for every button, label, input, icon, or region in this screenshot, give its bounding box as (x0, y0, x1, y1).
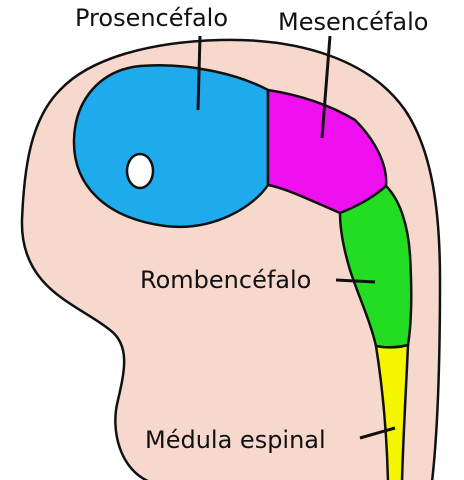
spinal-cord-leader (359, 426, 396, 440)
prosencephalon-leader (196, 35, 202, 111)
rhombencephalon-leader (335, 278, 376, 284)
rhombencephalon-label: Rombencéfalo (140, 266, 311, 294)
optic-vesicle (125, 152, 155, 190)
prosencephalon-region (72, 64, 270, 229)
mesencephalon-leader (320, 35, 332, 139)
spinal-cord-label: Médula espinal (145, 426, 326, 454)
prosencephalon-label: Prosencéfalo (75, 4, 228, 32)
spinal-cord-region (374, 343, 410, 480)
mesencephalon-label: Mesencéfalo (278, 8, 428, 36)
